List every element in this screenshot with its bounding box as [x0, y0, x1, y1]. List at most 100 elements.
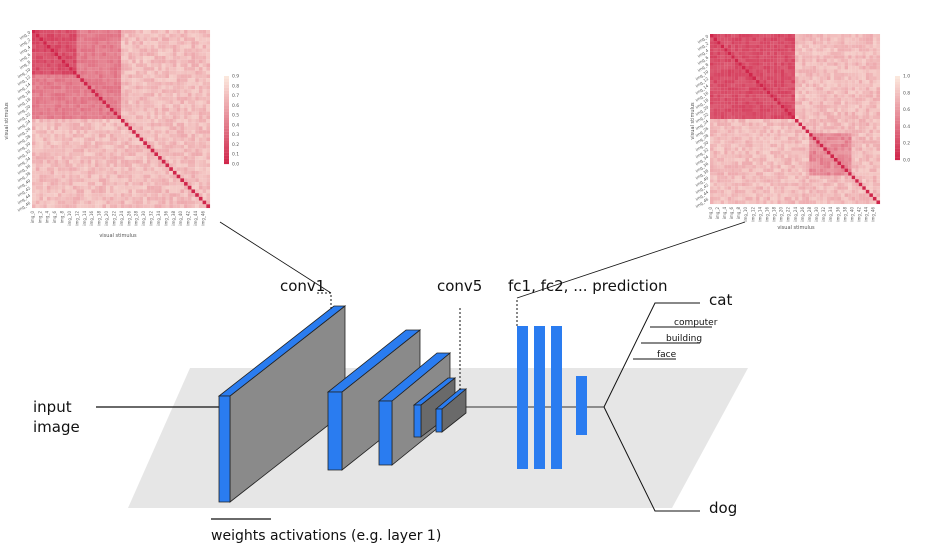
- heatmap-cell: [823, 69, 827, 74]
- heatmap-cell: [50, 48, 55, 53]
- heatmap-cell: [795, 154, 799, 159]
- heatmap-cell: [759, 182, 764, 187]
- heatmap-cell: [95, 163, 99, 168]
- heatmap-cell: [848, 104, 852, 109]
- heatmap-cell: [150, 152, 155, 157]
- heatmap-cell: [841, 200, 845, 205]
- heatmap-cell: [46, 133, 51, 138]
- colorbar-label: 0.5: [232, 113, 239, 119]
- heatmap-cell: [763, 154, 767, 159]
- heatmap-cell: [787, 76, 792, 81]
- heatmap-cell: [35, 144, 40, 149]
- heatmap-cell: [128, 156, 133, 160]
- heatmap-cell: [143, 81, 148, 86]
- heatmap-cell: [710, 140, 714, 144]
- heatmap-cell: [61, 30, 66, 34]
- heatmap-cell: [113, 141, 118, 146]
- heatmap-cell: [798, 133, 803, 137]
- heatmap-cell: [117, 104, 122, 108]
- heatmap-cell: [798, 196, 803, 201]
- heatmap-cell: [819, 122, 824, 127]
- heatmap-cell: [805, 111, 810, 116]
- heatmap-cell: [841, 94, 845, 98]
- heatmap-cell: [844, 55, 849, 59]
- heatmap-cell: [738, 87, 742, 91]
- heatmap-cell: [76, 100, 81, 105]
- heatmap-cell: [150, 189, 155, 194]
- heatmap-cell: [158, 37, 162, 42]
- heatmap-cell: [766, 94, 771, 98]
- heatmap-cell: [65, 52, 70, 57]
- heatmap-cell: [851, 62, 856, 66]
- heatmap-cell: [826, 129, 831, 134]
- heatmap-cell: [872, 48, 877, 52]
- heatmap-cell: [161, 111, 166, 116]
- heatmap-cell: [50, 111, 55, 116]
- heatmap-cell: [80, 44, 84, 49]
- heatmap-cell: [35, 33, 40, 38]
- heatmap-cell: [869, 69, 873, 74]
- heatmap-cell: [763, 94, 767, 98]
- heatmap-cell: [191, 96, 196, 101]
- heatmap-cell: [191, 144, 196, 149]
- heatmap-cell: [872, 165, 877, 169]
- heatmap-cell: [35, 163, 40, 168]
- heatmap-cell: [745, 44, 750, 49]
- heatmap-cell: [812, 129, 817, 134]
- heatmap-cell: [132, 33, 136, 38]
- heatmap-cell: [805, 140, 810, 144]
- heatmap-cell: [165, 59, 170, 64]
- heatmap-cell: [865, 55, 870, 59]
- heatmap-cell: [855, 165, 859, 169]
- fc-label: fc1, fc2, ... prediction: [508, 277, 668, 295]
- heatmap-cell: [717, 97, 721, 102]
- heatmap-cell: [763, 136, 767, 141]
- heatmap-cell: [848, 80, 852, 84]
- heatmap-cell: [198, 74, 203, 79]
- heatmap-cell: [756, 189, 760, 194]
- heatmap-cell: [710, 111, 714, 116]
- heatmap-cell: [150, 55, 155, 60]
- heatmap-cell: [132, 178, 136, 183]
- heatmap-cell: [759, 111, 764, 116]
- heatmap-cell: [57, 156, 62, 160]
- heatmap-cell: [161, 122, 166, 127]
- heatmap-cell: [720, 87, 725, 91]
- heatmap-cell: [784, 150, 788, 155]
- heatmap-cell: [184, 156, 188, 160]
- heatmap-cell: [784, 147, 788, 151]
- heatmap-cell: [154, 89, 159, 94]
- heatmap-cell: [872, 143, 877, 148]
- heatmap-cell: [80, 196, 84, 201]
- heatmap-cell: [158, 189, 162, 194]
- heatmap-cell: [124, 78, 129, 82]
- heatmap-cell: [113, 74, 118, 79]
- heatmap-cell: [837, 104, 842, 109]
- heatmap-cell: [763, 111, 767, 116]
- heatmap-x-tick: img_26: [126, 211, 131, 226]
- heatmap-cell: [176, 170, 181, 175]
- heatmap-cell: [809, 119, 813, 123]
- heatmap-cell: [802, 196, 806, 201]
- heatmap-cell: [202, 141, 207, 146]
- heatmap-cell: [841, 87, 845, 91]
- heatmap-cell: [80, 93, 84, 97]
- heatmap-cell: [98, 156, 103, 160]
- heatmap-cell: [826, 90, 831, 95]
- heatmap-cell: [154, 163, 159, 168]
- heatmap-cell: [76, 170, 81, 175]
- heatmap-cell: [844, 161, 849, 166]
- colorbar-swatch: [224, 117, 229, 121]
- heatmap-cell: [139, 93, 144, 97]
- heatmap-cell: [798, 104, 803, 109]
- heatmap-cell: [795, 150, 799, 155]
- heatmap-cell: [198, 78, 203, 82]
- heatmap-cell: [102, 55, 107, 60]
- heatmap-cell: [710, 37, 714, 42]
- heatmap-cell: [795, 147, 799, 151]
- heatmap-cell: [35, 200, 40, 205]
- heatmap-cell: [124, 70, 129, 75]
- heatmap-cell: [872, 83, 877, 88]
- heatmap-cell: [833, 48, 838, 52]
- heatmap-cell: [180, 74, 185, 79]
